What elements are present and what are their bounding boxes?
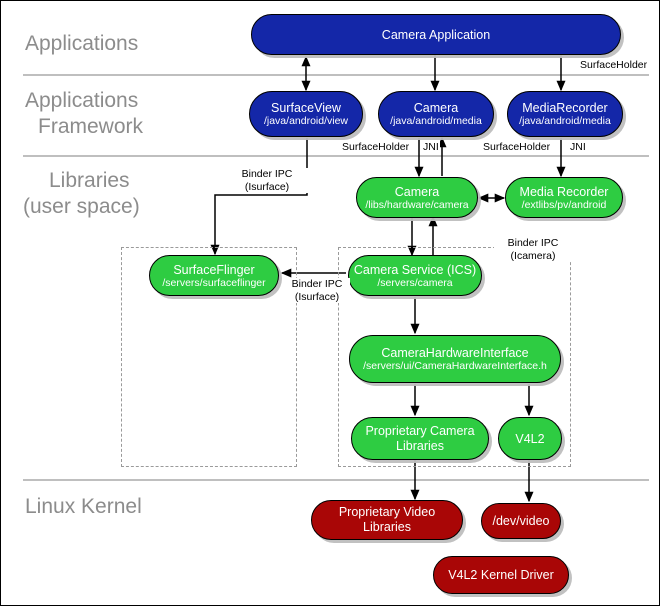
node-subtitle: /servers/ui/CameraHardwareInterface.h bbox=[363, 360, 547, 372]
edge-label-line1: Binder IPC bbox=[507, 237, 559, 249]
edge-label-surfaceholder-mediarecorder: SurfaceHolder bbox=[482, 141, 552, 154]
node-subtitle: /servers/camera bbox=[377, 276, 453, 289]
edge-label-binder-ipc-icamera: Binder IPC (Icamera) bbox=[494, 237, 572, 262]
dashed-group-surfaceflinger bbox=[121, 247, 297, 467]
node-dev-video[interactable]: /dev/video bbox=[481, 503, 561, 539]
node-proprietary-camera-libraries[interactable]: Proprietary Camera Libraries bbox=[351, 417, 489, 460]
node-title: MediaRecorder bbox=[522, 101, 608, 115]
edge-label-line2: (Isurface) bbox=[294, 290, 340, 303]
edge-label-binder-ipc-isurface-service: Binder IPC (Isurface) bbox=[284, 278, 350, 303]
node-proprietary-video-libraries[interactable]: Proprietary Video Libraries bbox=[311, 500, 463, 540]
node-camera-service[interactable]: Camera Service (ICS) /servers/camera bbox=[348, 255, 482, 296]
node-camera-framework[interactable]: Camera /java/android/media bbox=[378, 91, 494, 137]
node-title: CameraHardwareInterface bbox=[381, 346, 529, 360]
layer-label-libraries-line1: Libraries bbox=[49, 169, 130, 192]
node-title: Camera Application bbox=[381, 27, 491, 42]
node-subtitle: /servers/surfaceflinger bbox=[162, 276, 266, 289]
layer-label-applications-framework-line1: Applications bbox=[25, 89, 139, 112]
edge-label-line1: Binder IPC bbox=[291, 278, 343, 290]
node-subtitle: /java/android/media bbox=[390, 115, 482, 127]
node-title: Media Recorder bbox=[519, 184, 609, 199]
node-title: V4L2 bbox=[515, 431, 545, 446]
edge-label-jni-camera: JNI bbox=[422, 141, 440, 154]
node-camera-lib[interactable]: Camera /libs/hardware/camera bbox=[356, 177, 478, 218]
edge-label-binder-ipc-isurface-top: Binder IPC (Isurface) bbox=[226, 168, 308, 193]
node-title: Camera bbox=[394, 184, 440, 199]
edge-label-line2: (Icamera) bbox=[510, 249, 556, 262]
layer-label-libraries-line2: (user space) bbox=[23, 195, 140, 218]
node-subtitle: /libs/hardware/camera bbox=[365, 198, 469, 211]
node-v4l2[interactable]: V4L2 bbox=[498, 417, 562, 460]
node-v4l2-kernel-driver[interactable]: V4L2 Kernel Driver bbox=[433, 556, 569, 594]
node-title: Proprietary Camera Libraries bbox=[365, 423, 475, 453]
edge-surfaceview-surfaceflinger bbox=[210, 138, 308, 256]
node-title: Proprietary Video Libraries bbox=[338, 505, 436, 534]
node-camera-application[interactable]: Camera Application bbox=[251, 14, 621, 55]
node-title: /dev/video bbox=[492, 514, 550, 528]
node-surfaceview[interactable]: SurfaceView /java/android/view bbox=[249, 91, 363, 137]
edge-label-surfaceholder-camera: SurfaceHolder bbox=[341, 141, 411, 154]
dashed-group-camera-service bbox=[338, 247, 571, 467]
node-subtitle: /java/android/view bbox=[263, 115, 349, 127]
layer-label-applications: Applications bbox=[25, 32, 139, 55]
node-camera-hardware-interface[interactable]: CameraHardwareInterface /servers/ui/Came… bbox=[349, 335, 561, 383]
node-title: V4L2 Kernel Driver bbox=[448, 568, 554, 582]
edge-label-line1: Binder IPC bbox=[241, 168, 293, 180]
layer-label-applications-framework-line2: Framework bbox=[38, 115, 144, 138]
node-title: Camera Service (ICS) bbox=[353, 262, 477, 277]
node-subtitle: /java/android/media bbox=[519, 115, 611, 127]
edge-label-line2: (Isurface) bbox=[244, 180, 290, 193]
edge-label-surfaceholder-app: SurfaceHolder bbox=[579, 59, 649, 72]
edge-label-jni-mediarecorder: JNI bbox=[569, 141, 587, 154]
node-media-recorder-lib[interactable]: Media Recorder /extlibs/pv/android bbox=[505, 177, 623, 218]
node-surfaceflinger[interactable]: SurfaceFlinger /servers/surfaceflinger bbox=[149, 255, 279, 296]
node-title: SurfaceView bbox=[271, 101, 341, 115]
node-subtitle: /extlibs/pv/android bbox=[521, 198, 607, 211]
node-mediarecorder[interactable]: MediaRecorder /java/android/media bbox=[507, 91, 623, 137]
layer-label-linux-kernel: Linux Kernel bbox=[25, 495, 142, 518]
node-title: Camera bbox=[413, 101, 459, 115]
node-title: SurfaceFlinger bbox=[173, 262, 255, 277]
